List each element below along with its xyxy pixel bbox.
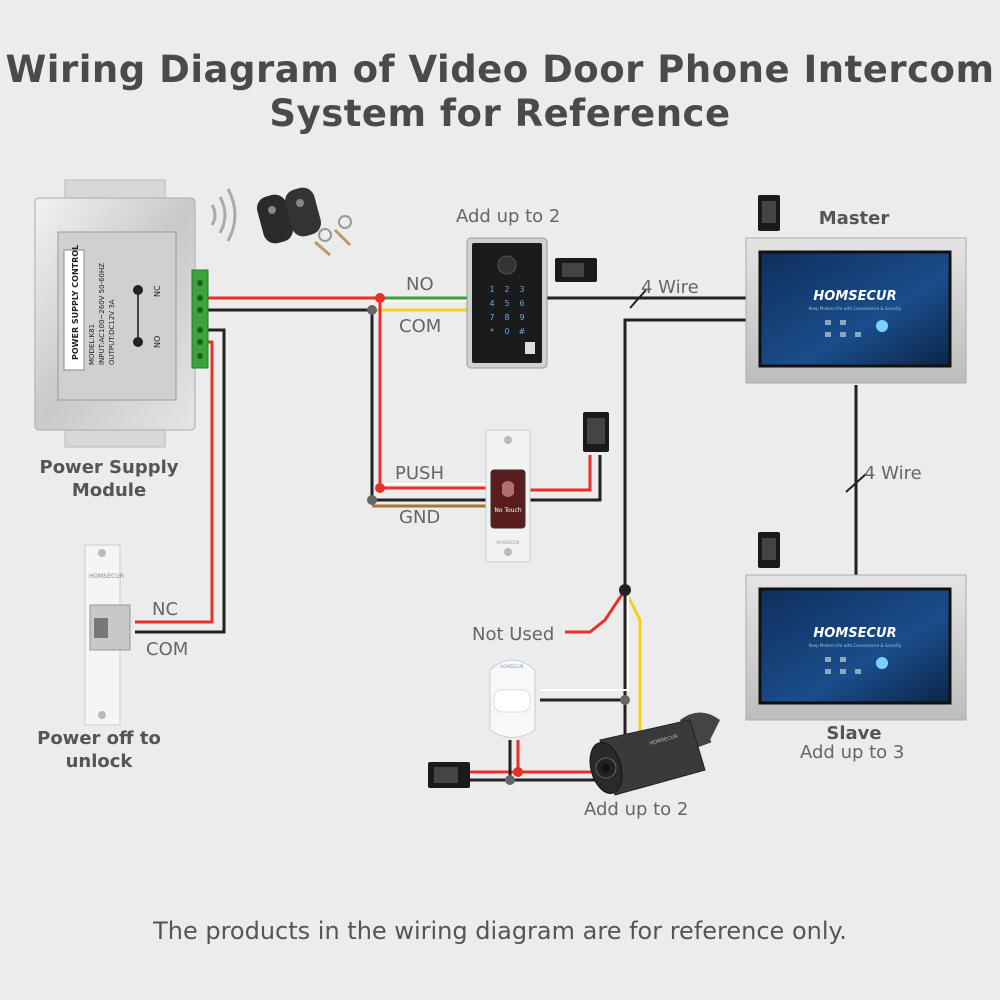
power-supply-label-line-1: Power Supply — [39, 457, 179, 478]
wire-tick-vertical — [845, 473, 867, 493]
svg-text:3: 3 — [519, 285, 524, 294]
title-line-1: Wiring Diagram of Video Door Phone Inter… — [5, 48, 995, 91]
wire-master-camera — [623, 318, 748, 590]
footer-note: The products in the wiring diagram are f… — [153, 917, 847, 945]
door-station: 1 2 3 4 5 6 7 8 9 * 0 # — [466, 237, 548, 369]
master-brand: HOMSECUR — [813, 289, 896, 304]
svg-text:0: 0 — [504, 327, 509, 336]
master-tagline: Keep Modern life with Convenience & Secu… — [809, 306, 902, 311]
slave-label: Slave — [826, 723, 882, 744]
psu-led-nc — [133, 285, 143, 295]
master-monitor: HOMSECUR Keep Modern life with Convenien… — [745, 237, 967, 384]
psu-panel-text-2: INPUT:AC100~260V 50-60HZ — [98, 263, 106, 365]
power-adapter-icon — [428, 195, 780, 788]
svg-text:6: 6 — [519, 299, 524, 308]
slave-brand: HOMSECUR — [813, 626, 896, 641]
svg-text:1: 1 — [489, 285, 494, 294]
door-camera-lens — [497, 255, 517, 275]
wire-exit-power-red — [530, 455, 592, 492]
svg-text:4: 4 — [489, 299, 494, 308]
exit-button: No Touch HOMSECUR — [485, 429, 531, 563]
wire-top-4wire-label: 4 Wire — [641, 277, 699, 298]
wire-not-used-red — [565, 589, 627, 634]
wire-push-label: PUSH — [395, 463, 444, 484]
remote-key-fob-icon — [256, 187, 352, 257]
lock-label-line-2: unlock — [65, 751, 133, 772]
lock-wire-com-label: COM — [146, 639, 189, 660]
psu-led-no — [133, 337, 143, 347]
power-supply-label-line-2: Module — [71, 480, 147, 501]
psu-term-no: NO — [153, 336, 162, 348]
svg-text:#: # — [519, 327, 526, 336]
exit-button-brand: HOMSECUR — [496, 540, 519, 545]
bullet-camera: HOMSECUR — [589, 712, 720, 796]
lock-brand: HOMSECUR — [89, 573, 124, 580]
junction-black-1 — [367, 305, 377, 315]
master-screen — [758, 250, 952, 368]
electric-lock: HOMSECUR — [84, 544, 131, 726]
door-station-face — [472, 243, 542, 363]
wire-tick-top — [629, 289, 647, 309]
exit-button-text: No Touch — [494, 507, 521, 514]
wire-camera-yellow — [623, 589, 642, 740]
svg-text:2: 2 — [504, 285, 509, 294]
junction-red-3 — [513, 767, 523, 777]
door-bell-icon — [525, 342, 535, 354]
junction-black-2 — [367, 495, 377, 505]
slave-monitor: HOMSECUR Keep Modern life with Convenien… — [745, 574, 967, 721]
wire-com-label: COM — [399, 316, 442, 337]
camera-label: Add up to 2 — [584, 799, 689, 820]
door-station-label: Add up to 2 — [456, 206, 561, 227]
not-used-label: Not Used — [472, 624, 555, 645]
title-line-2: System for Reference — [269, 92, 731, 135]
wifi-signal-icon — [210, 188, 237, 242]
junction-red-1 — [375, 293, 385, 303]
svg-text:8: 8 — [504, 313, 509, 322]
svg-text:*: * — [490, 327, 494, 336]
lock-label-line-1: Power off to — [37, 728, 161, 749]
pir-brand: HOMSECUR — [500, 664, 523, 669]
psu-terminal-block — [191, 269, 209, 369]
slave-screen — [758, 587, 952, 705]
junction-pir — [620, 695, 630, 705]
psu-term-nc: NC — [153, 285, 162, 297]
door-keypad: 1 2 3 4 5 6 7 8 9 * 0 # — [489, 285, 525, 336]
junction-bus — [619, 584, 631, 596]
exit-touch-pad — [490, 469, 526, 529]
slave-tagline: Keep Modern life with Convenience & Secu… — [809, 643, 902, 648]
wire-lock-com-black — [135, 328, 226, 634]
psu-label-strip — [63, 249, 85, 371]
junction-red-2 — [375, 483, 385, 493]
junctions — [367, 293, 631, 785]
junction-black-3 — [505, 775, 515, 785]
wire-exit-power-black — [530, 455, 602, 502]
wire-gnd-label: GND — [399, 507, 441, 528]
svg-text:7: 7 — [489, 313, 494, 322]
lock-wire-nc-label: NC — [152, 599, 179, 620]
slave-sublabel: Add up to 3 — [800, 742, 905, 763]
psu-panel-text-3: OUTPUT:DC12V 3A — [108, 299, 116, 365]
master-label: Master — [818, 208, 890, 229]
pir-sensor: HOMSECUR — [489, 659, 536, 738]
psu-panel-text-1: MODEL:K81 — [88, 324, 96, 365]
svg-text:9: 9 — [519, 313, 524, 322]
wire-vertical-4wire-label: 4 Wire — [864, 463, 922, 484]
svg-text:5: 5 — [504, 299, 509, 308]
wire-pir-white — [540, 595, 629, 691]
wire-no-label: NO — [406, 274, 434, 295]
psu-panel-text-0: POWER SUPPLY CONTROL — [71, 245, 80, 360]
power-supply-module: POWER SUPPLY CONTROL MODEL:K81 INPUT:AC1… — [34, 179, 209, 448]
